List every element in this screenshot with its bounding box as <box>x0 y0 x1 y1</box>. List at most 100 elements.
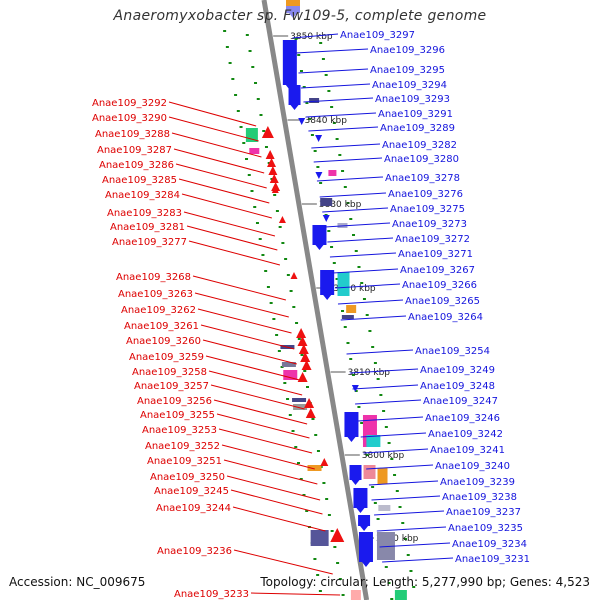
gene-triangle <box>315 135 323 142</box>
track-tick <box>362 298 366 300</box>
track-tick <box>346 202 350 204</box>
gene-label: Anae109_3231 <box>455 554 530 565</box>
gene-leader <box>292 33 339 39</box>
gene-leader <box>218 428 313 454</box>
track-tick <box>223 30 227 32</box>
gene-label: Anae109_3265 <box>405 296 480 307</box>
gene-leader <box>322 207 389 213</box>
gene-leader <box>324 222 391 228</box>
gene-leader <box>186 225 278 251</box>
track-tick <box>245 34 249 36</box>
track-tick <box>316 574 320 576</box>
gene-box <box>376 532 395 560</box>
track-tick <box>401 522 405 524</box>
gene-leader <box>181 193 272 219</box>
kbp-label: 3830 kbp <box>319 200 362 210</box>
track-tick <box>251 66 255 68</box>
track-tick <box>403 538 407 540</box>
gene-box <box>394 590 407 600</box>
track-tick <box>365 454 369 456</box>
gene-label: Anae109_3272 <box>395 234 470 245</box>
gene-triangle <box>298 118 306 125</box>
track-tick <box>254 82 258 84</box>
gene-label: Anae109_3249 <box>420 365 495 376</box>
gene-label: Anae109_3275 <box>390 204 465 215</box>
track-tick <box>319 182 323 184</box>
gene-triangle <box>296 328 307 338</box>
track-tick <box>360 282 364 284</box>
track-tick <box>335 278 339 280</box>
track-tick <box>384 426 388 428</box>
gene-label: Anae109_3291 <box>378 109 453 120</box>
gene-triangle <box>271 182 281 191</box>
gene-leader <box>210 384 305 410</box>
track-tick <box>286 398 290 400</box>
gene-leader <box>305 112 377 118</box>
gene-label: Anae109_3268 <box>116 272 191 283</box>
gene-leader <box>226 475 321 501</box>
track-tick <box>319 42 323 44</box>
gene-leader <box>382 557 454 563</box>
gene-leader <box>250 592 341 596</box>
track-tick <box>289 290 293 292</box>
track-tick <box>395 490 399 492</box>
track-tick <box>306 386 310 388</box>
gene-label: Anae109_3244 <box>156 503 231 514</box>
track-tick <box>234 94 238 96</box>
track-tick <box>313 558 317 560</box>
track-tick <box>259 114 263 116</box>
track-tick <box>236 110 240 112</box>
gene-label: Anae109_3253 <box>142 425 217 436</box>
gene-triangle <box>271 186 279 193</box>
track-tick <box>382 410 386 412</box>
track-tick <box>300 354 304 356</box>
track-tick <box>324 74 328 76</box>
track-tick <box>365 314 369 316</box>
gene-label: Anae109_3281 <box>110 222 185 233</box>
track-tick <box>357 266 361 268</box>
track-tick <box>278 226 282 228</box>
track-tick <box>354 390 358 392</box>
gene-label: Anae109_3241 <box>430 445 505 456</box>
track-tick <box>322 482 326 484</box>
gene-triangle <box>322 215 330 222</box>
gene-box <box>378 505 391 511</box>
track-tick <box>393 474 397 476</box>
track-tick <box>321 58 325 60</box>
gene-label: Anae109_3242 <box>428 429 503 440</box>
track-tick <box>335 138 339 140</box>
track-tick <box>247 174 251 176</box>
gene-box <box>249 148 260 154</box>
gene-label: Anae109_3252 <box>145 441 220 452</box>
gene-label: Anae109_3292 <box>92 98 167 109</box>
gene-arrow <box>312 225 327 250</box>
gene-leader <box>349 368 419 374</box>
track-tick <box>313 150 317 152</box>
gene-label: Anae109_3255 <box>140 410 215 421</box>
gene-leader <box>171 132 262 158</box>
gene-label: Anae109_3260 <box>126 336 201 347</box>
track-tick <box>349 218 353 220</box>
gene-label: Anae109_3267 <box>400 265 475 276</box>
gene-leader <box>335 283 401 289</box>
gene-box <box>310 530 329 546</box>
gene-arrow <box>358 532 373 567</box>
track-tick <box>253 206 257 208</box>
track-tick <box>264 270 268 272</box>
track-tick <box>288 414 292 416</box>
gene-box <box>328 170 337 176</box>
gene-leader <box>360 432 427 438</box>
track-tick <box>330 530 334 532</box>
track-tick <box>390 458 394 460</box>
kbp-label: 3810 kbp <box>348 368 391 378</box>
gene-leader <box>311 143 381 149</box>
gene-label: Anae109_3233 <box>174 589 249 600</box>
gene-label: Anae109_3264 <box>408 312 483 323</box>
track-tick <box>343 186 347 188</box>
gene-label: Anae109_3288 <box>95 129 170 140</box>
gene-leader <box>327 237 394 243</box>
track-tick <box>248 50 252 52</box>
track-tick <box>332 262 336 264</box>
gene-label: Anae109_3235 <box>448 523 523 534</box>
gene-leader <box>223 459 318 485</box>
